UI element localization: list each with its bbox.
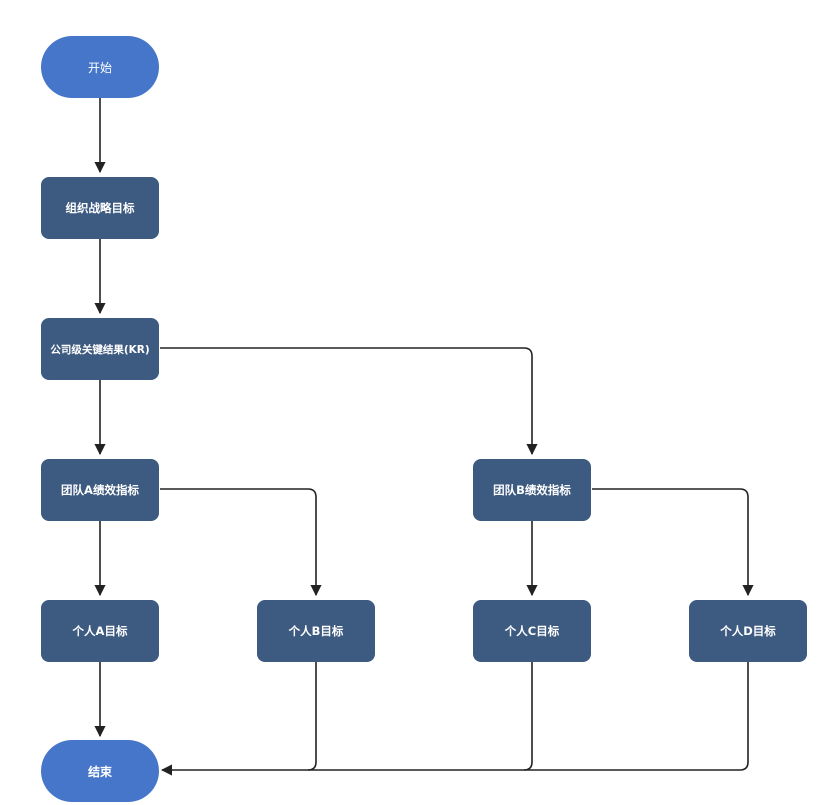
edge-person-b-to-end <box>307 662 317 771</box>
edge-company-kr-to-team-b <box>160 347 538 456</box>
edge-person-d-to-end <box>160 662 749 776</box>
edge-team-a-to-person-b <box>160 488 322 597</box>
start-node: 开始 <box>41 36 159 98</box>
edge-person-c-to-end <box>523 662 533 771</box>
end-node: 结束 <box>41 740 159 802</box>
team-a-kpi-node: 团队A绩效指标 <box>41 459 159 521</box>
person-a-goal-node: 个人A目标 <box>41 600 159 662</box>
team-b-kpi-node: 团队B绩效指标 <box>473 459 591 521</box>
person-b-goal-node: 个人B目标 <box>257 600 375 662</box>
edge-team-b-to-person-d <box>592 488 754 597</box>
person-d-goal-node: 个人D目标 <box>689 600 807 662</box>
org-strategic-goal-node: 组织战略目标 <box>41 177 159 239</box>
company-kr-node: 公司级关键结果(KR) <box>41 318 159 380</box>
person-c-goal-node: 个人C目标 <box>473 600 591 662</box>
